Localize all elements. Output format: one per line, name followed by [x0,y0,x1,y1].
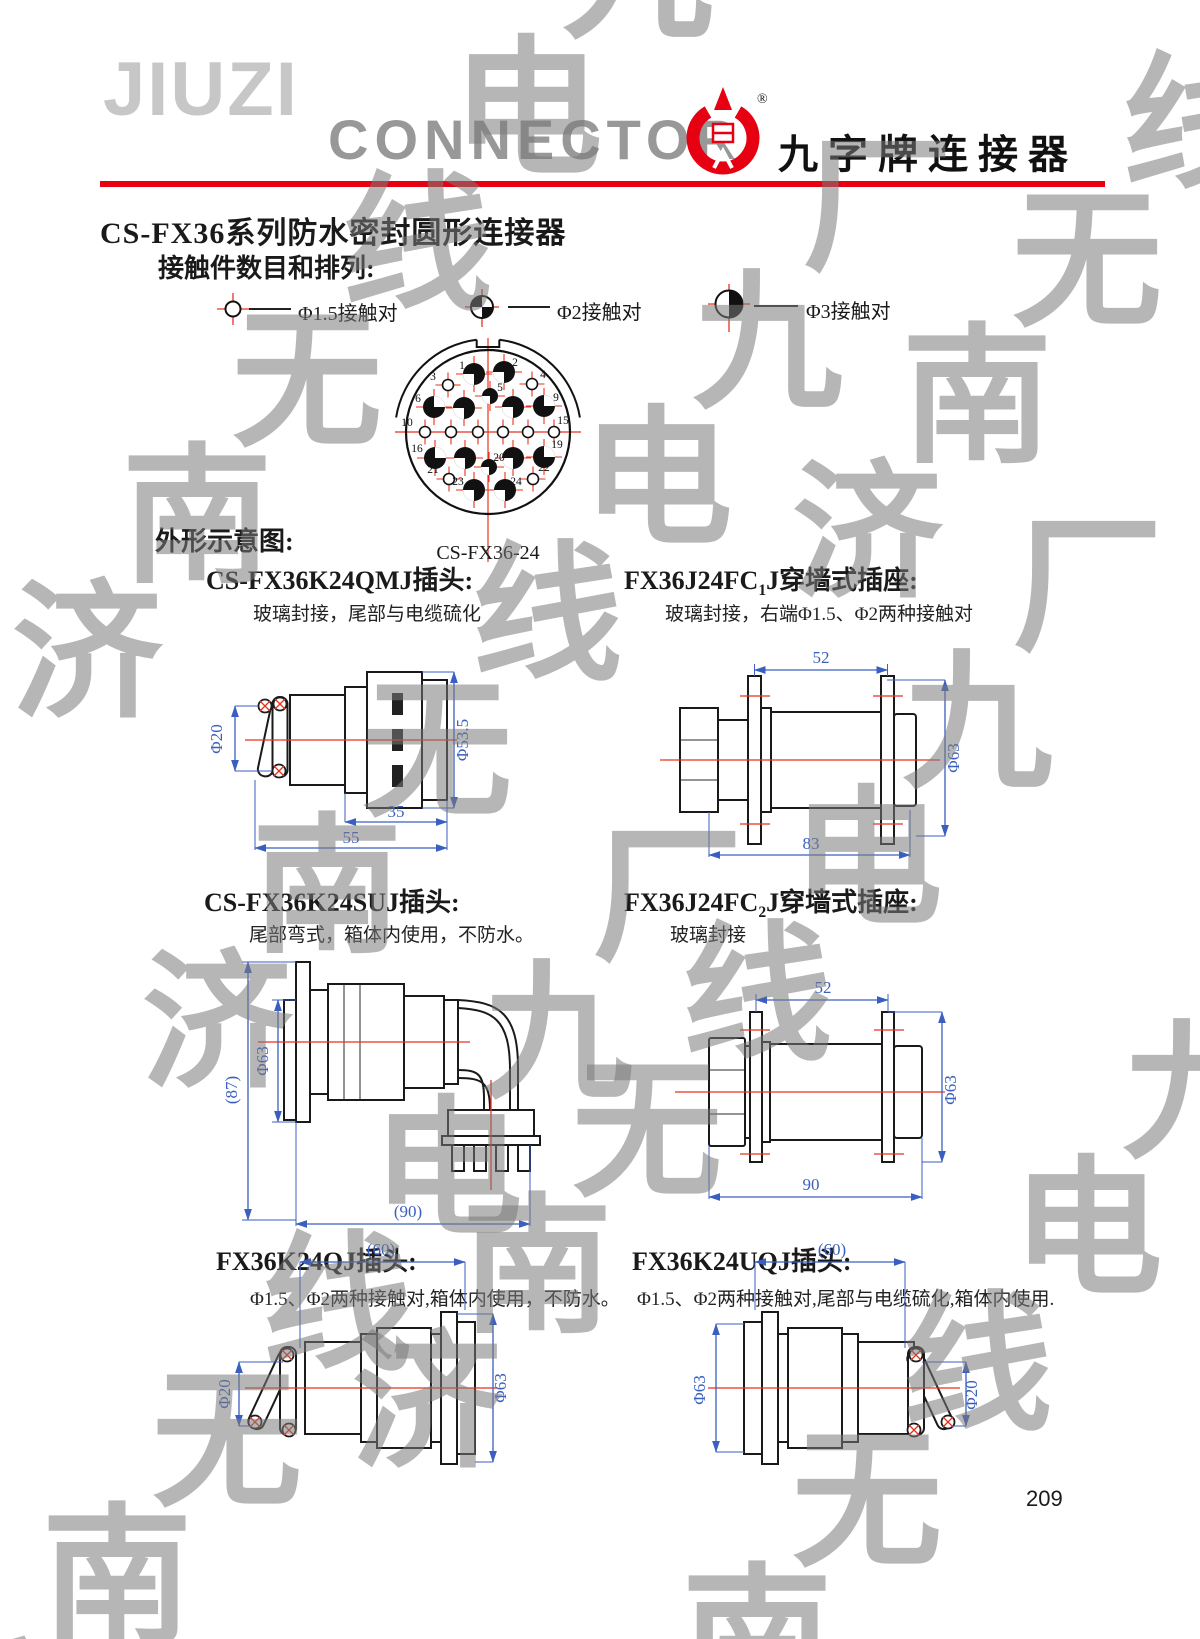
dim-87: (87) [222,1076,241,1104]
fc1j-centerlines [660,695,940,825]
drawing-qj: (60) Φ20 Φ63 [215,1240,510,1465]
svg-text:19: 19 [551,439,563,451]
drawing-desc-suj: 尾部弯式，箱体内使用，不防水。 [249,925,535,946]
fc2j-centerlines [675,1029,945,1155]
brand-logo-text-jiuzi: JIUZI [103,47,299,132]
contacts-heading: 接触件数目和排列: [158,254,375,283]
brand-name-chinese: 九字牌连接器 [778,132,1078,177]
svg-text:24: 24 [510,476,522,488]
drawing-title-qmj: CS-FX36K24QMJ插头: [206,566,474,595]
fc2j-dimensions: 52 Φ63 90 [708,978,960,1201]
drawing-uqj: (60) Φ63 Φ20 [690,1240,981,1465]
title-text: J穿墙式插座: [766,566,918,595]
suj-centerlines [258,1041,492,1190]
jiuzi-logo-icon [686,87,760,175]
svg-text:10: 10 [401,417,413,429]
qmj-cable-clamp [256,696,289,779]
phi2-contact-icon [465,289,499,327]
header-rule [100,181,1105,187]
dim-phi20: Φ20 [207,724,226,753]
legend-leader-line [249,308,291,310]
svg-text:20: 20 [493,452,505,464]
page-number: 209 [1026,1486,1063,1511]
svg-text:2: 2 [512,357,518,369]
svg-text:9: 9 [553,392,559,404]
svg-text:6: 6 [415,393,421,405]
legend-label-phi3: Φ3接触对 [806,301,891,323]
drawing-title-fc2j: FX36J24FC2J穿墙式插座: [624,882,918,922]
dim-90: 90 [803,1175,820,1194]
dim-phi63: Φ63 [491,1373,510,1402]
dim-phi63: Φ63 [941,1075,960,1104]
dim-52: 52 [813,648,830,667]
svg-text:16: 16 [411,443,423,455]
dim-83: 83 [803,834,820,853]
svg-text:21: 21 [427,464,439,476]
title-text: J穿墙式插座: [766,888,918,917]
dim-35: 35 [388,802,405,821]
dim-phi63: Φ63 [690,1375,709,1404]
brand-logo-text-connector: CONNECTOR [328,108,742,171]
legend-label-phi1-5: Φ1.5接触对 [298,303,398,325]
drawing-title-suj: CS-FX36K24SUJ插头: [204,888,460,917]
drawing-title-fc1j: FX36J24FC1J穿墙式插座: [624,560,918,600]
svg-text:4: 4 [540,369,546,381]
qj-dimensions: (60) Φ20 Φ63 [215,1240,510,1463]
drawing-desc-uqj: Φ1.5、Φ2两种接触对,尾部与电缆硫化,箱体内使用. [637,1289,1055,1310]
dim-90: (90) [394,1202,422,1221]
phi3-contact-icon [708,284,750,332]
drawing-desc-qj: Φ1.5、Φ2两种接触对,箱体内使用，不防水。 [250,1289,620,1310]
legend-label-phi2: Φ2接触对 [557,302,642,324]
uqj-dimensions: (60) Φ63 Φ20 [690,1240,981,1453]
qj-cable-clamp [247,1346,297,1438]
svg-text:1: 1 [459,360,465,372]
svg-text:3: 3 [430,371,436,383]
watermark-band: 济南无线电九厂 [682,1011,1200,1639]
outline-heading: 外形示意图: [155,527,294,556]
dim-phi63: Φ63 [253,1046,272,1075]
legend-leader-line [754,305,798,307]
watermark-band: 济南无线电九厂 [791,43,1200,618]
svg-text:23: 23 [452,476,464,488]
svg-text:22: 22 [538,462,550,474]
drawing-qmj: Φ20 Φ53.5 35 55 [207,671,472,852]
drawing-suj: (87) Φ63 (90) [222,961,541,1228]
dim-phi53-5: Φ53.5 [453,719,472,761]
title-text: FX36J24FC [624,888,759,917]
drawing-fc2j: 52 Φ63 90 [675,978,960,1201]
registered-trademark-symbol: ® [757,92,768,107]
legend-leader-line [508,306,550,308]
suj-dimensions: (87) Φ63 (90) [222,961,531,1228]
dim-phi63: Φ63 [944,743,963,772]
connector-face-caption: CS-FX36-24 [436,542,540,564]
svg-text:5: 5 [497,382,503,394]
title-subscript: 2 [758,904,767,922]
drawing-fc1j: 52 Φ63 83 [660,648,963,859]
fc2j-body-outline [708,1011,923,1163]
dim-60: (60) [367,1240,395,1259]
title-subscript: 1 [758,582,767,600]
dim-phi20: Φ20 [962,1380,981,1409]
fc1j-dimensions: 52 Φ63 83 [708,648,963,859]
phi1-5-contact-icon [217,293,249,325]
uqj-cable-clamp [906,1346,956,1438]
dim-phi20: Φ20 [215,1379,234,1408]
title-text: FX36J24FC [624,566,759,595]
qmj-dimensions: Φ20 Φ53.5 35 55 [207,671,472,852]
drawing-desc-qmj: 玻璃封接，尾部与电缆硫化 [253,604,482,625]
dim-52: 52 [815,978,832,997]
suj-body-outline [283,961,541,1172]
dim-55: 55 [343,828,360,847]
dim-60: (60) [818,1240,846,1259]
page-title: CS-FX36系列防水密封圆形连接器 [100,217,567,250]
drawing-desc-fc1j: 玻璃封接，右端Φ1.5、Φ2两种接触对 [665,604,974,625]
drawing-desc-fc2j: 玻璃封接 [670,925,747,946]
svg-text:15: 15 [557,415,569,427]
